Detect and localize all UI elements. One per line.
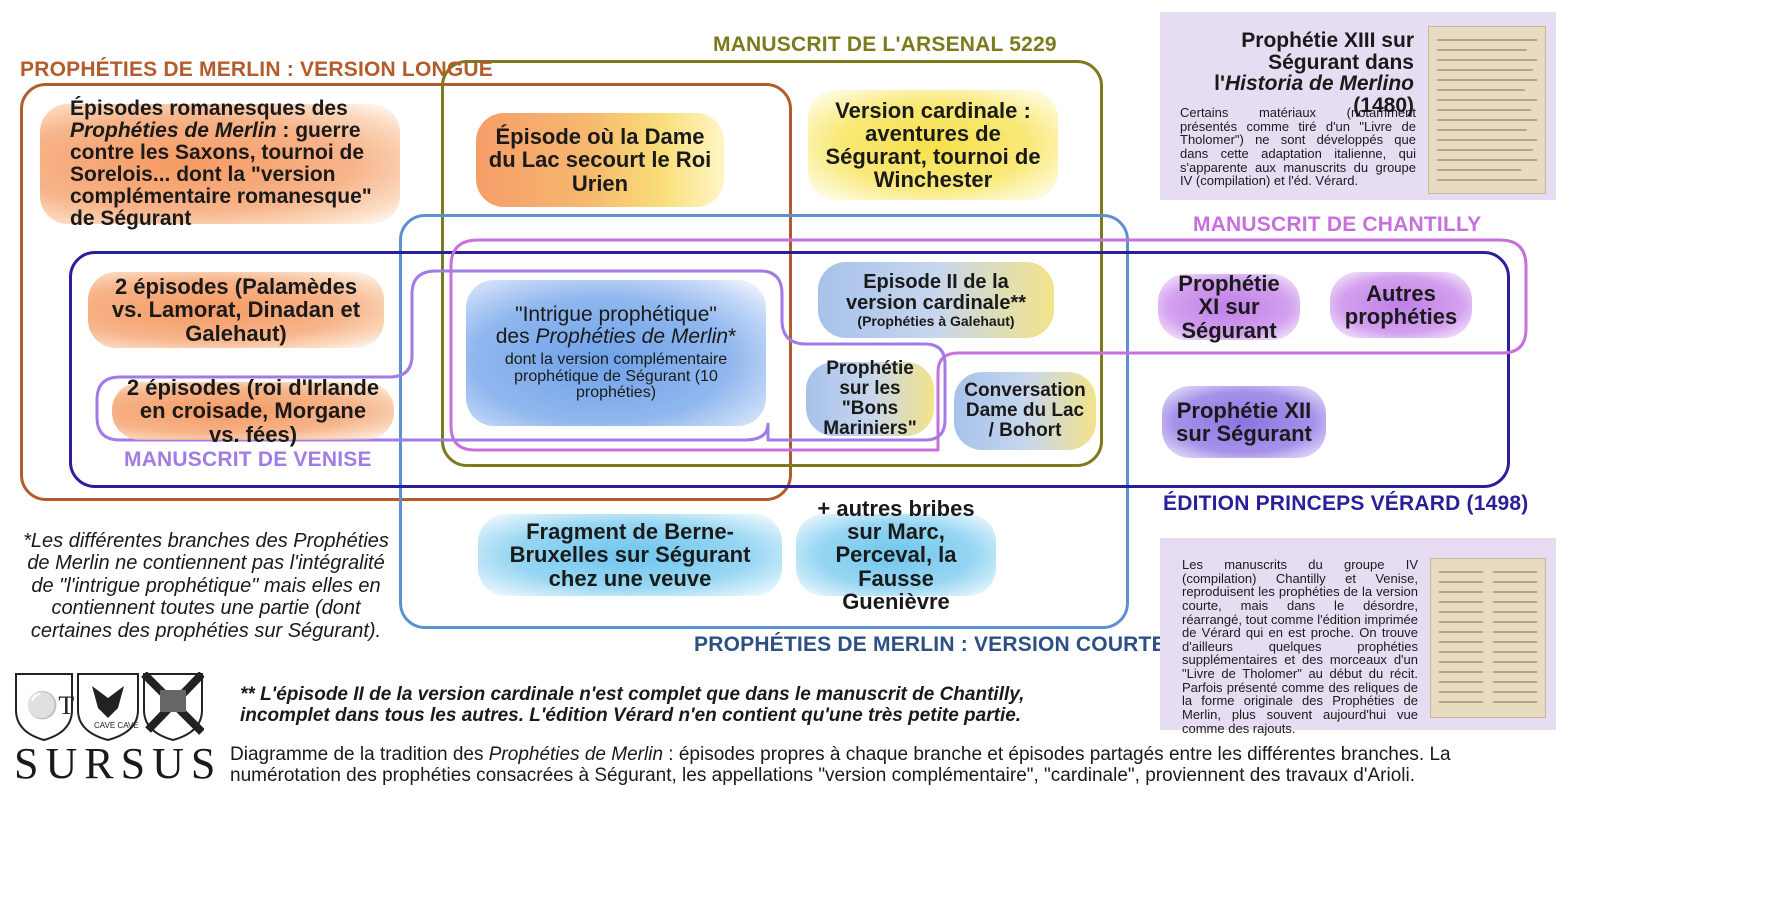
set-version-longue xyxy=(20,83,792,501)
episode-romanesques: Épisodes romanesques des Prophéties de M… xyxy=(40,97,400,230)
prophetie-xii-text: Prophétie XII sur Ségurant xyxy=(1176,397,1312,446)
palamedes-text: 2 épisodes (Palamèdes vs. Lamorat, Dinad… xyxy=(111,274,361,346)
set-version-courte xyxy=(399,214,1129,629)
cardinale-text: Version cardinale : aventures de Séguran… xyxy=(825,97,1041,193)
dame-du-lac-text: Épisode où la Dame du Lac secourt le Roi… xyxy=(488,124,712,196)
intrigue-line2-pre: des xyxy=(495,324,536,348)
autres-bribes: + autres bribes sur Marc, Perceval, la F… xyxy=(796,497,996,613)
venise-outline xyxy=(95,269,947,442)
heraldic-shields-icon: ⚪T CAVE CAVE xyxy=(15,671,205,742)
heading-chantilly: MANUSCRIT DE CHANTILLY xyxy=(1193,213,1482,236)
panel-historia-title-pre: Prophétie XIII sur Ségurant dans l' xyxy=(1214,29,1414,96)
panel-historia-title-italic: Historia de Merlino xyxy=(1224,72,1414,96)
sursus-wordmark: SURSUS xyxy=(14,739,223,788)
fragment-berne: Fragment de Berne-Bruxelles sur Ségurant… xyxy=(478,514,782,596)
svg-text:⚪T: ⚪T xyxy=(26,690,74,720)
panel-historia-title-post: (1480) xyxy=(1353,93,1414,117)
prophetie-xi-text: Prophétie XI sur Ségurant xyxy=(1178,271,1280,343)
panel-groupe-iv-text: Les manuscrits du groupe IV (compilation… xyxy=(1182,557,1418,736)
autres-propheties-text: Autres prophéties xyxy=(1344,280,1458,329)
intrigue-sub: dont la version complémentaire prophétiq… xyxy=(504,350,728,402)
intrigue-line2-italic: Prophéties de Merlin xyxy=(535,324,729,348)
episodes-palamedes: 2 épisodes (Palamèdes vs. Lamorat, Dinad… xyxy=(88,272,384,348)
footnote-episode-ii: ** L'épisode II de la version cardinale … xyxy=(240,684,1025,727)
caption-pre: Diagramme de la tradition des xyxy=(230,744,489,765)
panel-historia-merlino: Prophétie XIII sur Ségurant dans l'Histo… xyxy=(1160,12,1556,200)
episode-ii-small: (Prophéties à Galehaut) xyxy=(857,312,1015,329)
heading-version-longue: PROPHÉTIES DE MERLIN : VERSION LONGUE xyxy=(20,58,493,81)
episodes-irlande: 2 épisodes (roi d'Irlande en croisade, M… xyxy=(112,376,394,446)
episode-dame-du-lac: Épisode où la Dame du Lac secourt le Roi… xyxy=(476,113,724,207)
intrigue-line1: "Intrigue prophétique" xyxy=(515,302,717,326)
sursus-logo: ⚪T CAVE CAVE SURSUS xyxy=(14,671,215,788)
heading-version-courte: PROPHÉTIES DE MERLIN : VERSION COURTE xyxy=(694,633,1166,656)
verard-print-image xyxy=(1430,558,1546,718)
heading-verard: ÉDITION PRINCEPS VÉRARD (1498) xyxy=(1163,492,1529,515)
footnote-intrigue: *Les différentes branches des Prophéties… xyxy=(23,530,389,642)
panel-historia-title: Prophétie XIII sur Ségurant dans l'Histo… xyxy=(1174,30,1414,117)
intrigue-line2-post: * xyxy=(728,324,737,348)
set-verard xyxy=(69,251,1510,488)
irlande-text: 2 épisodes (roi d'Irlande en croisade, M… xyxy=(126,375,380,447)
intrigue-prophetique: "Intrigue prophétique" des Prophéties de… xyxy=(466,280,766,426)
romanesques-post: : guerre contre les Saxons, tournoi de S… xyxy=(70,118,372,231)
romanesques-pre: Épisodes romanesques des xyxy=(70,96,348,120)
version-cardinale: Version cardinale : aventures de Séguran… xyxy=(808,90,1058,200)
set-arsenal xyxy=(441,60,1103,467)
episode-romanesques-text: Épisodes romanesques des Prophéties de M… xyxy=(50,96,390,231)
conversation-text: Conversation Dame du Lac / Bohort xyxy=(964,380,1086,441)
diagram-caption: Diagramme de la tradition des Prophéties… xyxy=(230,744,1530,786)
panel-groupe-iv: Les manuscrits du groupe IV (compilation… xyxy=(1160,538,1556,735)
autres-propheties: Autres prophéties xyxy=(1330,272,1472,338)
prophetie-bons-mariniers: Prophétie sur les "Bons Mariniers" xyxy=(806,358,934,439)
episode-ii-main: Episode II de la version cardinale** xyxy=(845,270,1027,314)
prophetie-xii: Prophétie XII sur Ségurant xyxy=(1162,386,1326,458)
shield-motto: CAVE CAVE xyxy=(94,721,139,730)
prophetie-xi: Prophétie XI sur Ségurant xyxy=(1158,271,1300,343)
episode-ii-cardinale: Episode II de la version cardinale** (Pr… xyxy=(818,262,1054,338)
berne-text: Fragment de Berne-Bruxelles sur Ségurant… xyxy=(509,519,751,591)
historia-manuscript-image xyxy=(1428,26,1546,194)
conversation-dame-bohort: Conversation Dame du Lac / Bohort xyxy=(954,372,1096,450)
romanesques-italic: Prophéties de Merlin xyxy=(70,118,277,142)
heading-arsenal: MANUSCRIT DE L'ARSENAL 5229 xyxy=(713,33,1057,56)
caption-italic: Prophéties de Merlin xyxy=(488,744,664,765)
panel-historia-text: Certains matériaux (notamment présentés … xyxy=(1180,105,1416,189)
intrigue-line2: des Prophéties de Merlin* xyxy=(495,324,737,348)
heading-venise: MANUSCRIT DE VENISE xyxy=(124,448,372,471)
mariniers-text: Prophétie sur les "Bons Mariniers" xyxy=(823,358,917,439)
bribes-text: + autres bribes sur Marc, Perceval, la F… xyxy=(817,496,975,614)
caption-post: : épisodes propres à chaque branche et é… xyxy=(230,744,1451,786)
